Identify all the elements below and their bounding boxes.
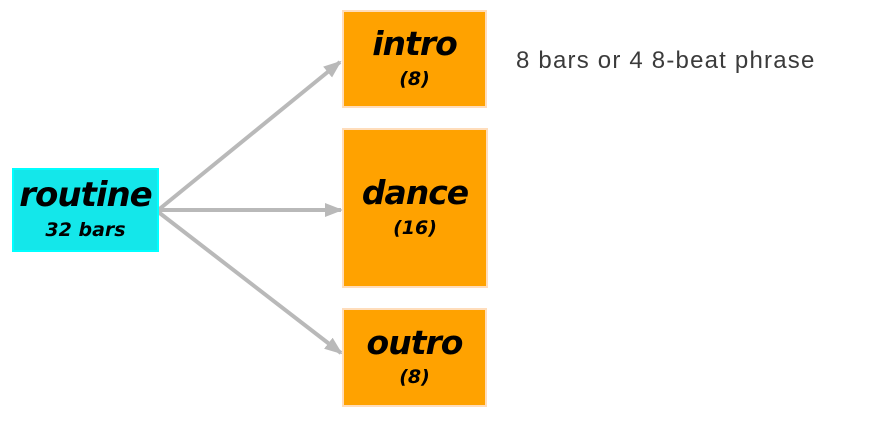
annotation-text: 8 bars or 4 8-beat phrase bbox=[516, 47, 816, 74]
outro-node: outro (8) bbox=[342, 308, 487, 407]
outro-node-label: outro bbox=[366, 322, 464, 362]
arrow-routine-to-intro bbox=[155, 60, 342, 213]
dance-node-label: dance bbox=[361, 173, 469, 213]
routine-node: routine 32 bars bbox=[12, 168, 159, 252]
arrow-routine-to-outro bbox=[155, 209, 343, 355]
dance-node-sublabel: (16) bbox=[393, 216, 437, 239]
routine-node-sublabel: 32 bars bbox=[45, 219, 126, 242]
outro-node-sublabel: (8) bbox=[399, 366, 430, 389]
intro-node-sublabel: (8) bbox=[399, 67, 430, 90]
routine-node-label: routine bbox=[19, 174, 153, 215]
intro-node: intro (8) bbox=[342, 10, 487, 108]
intro-node-label: intro bbox=[372, 24, 458, 64]
dance-node: dance (16) bbox=[342, 128, 488, 288]
